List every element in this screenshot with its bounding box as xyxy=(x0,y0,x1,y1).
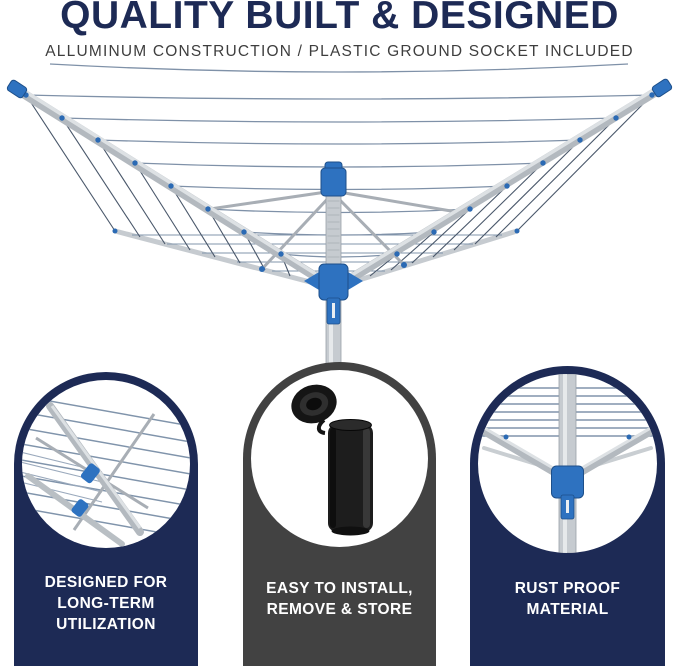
feature-card-long-term: DESIGNED FOR LONG-TERM UTILIZATION xyxy=(14,372,198,666)
feature-label-rust-proof: RUST PROOF MATERIAL xyxy=(470,578,665,620)
headline: QUALITY BUILT & DESIGNED xyxy=(60,0,619,37)
pole-hub-art xyxy=(478,374,657,553)
top-hub xyxy=(320,161,347,197)
clothesline-closeup-art xyxy=(22,395,190,547)
clothesline-lines xyxy=(25,94,653,258)
ground-socket-art xyxy=(291,384,373,536)
arm-tip-caps xyxy=(6,78,673,99)
clothesline-top-line xyxy=(49,63,629,73)
rear-arms xyxy=(112,228,520,291)
lower-collar xyxy=(304,263,363,325)
feature-label-line: RUST PROOF xyxy=(514,580,621,597)
feature-label-line: REMOVE & STORE xyxy=(266,601,413,618)
feature-label-line: LONG-TERM xyxy=(57,595,155,612)
feature-label-line: EASY TO INSTALL, xyxy=(266,580,413,597)
feature-photo-ground-socket xyxy=(251,370,428,547)
support-struts xyxy=(208,189,459,271)
left-fan-lines xyxy=(25,94,291,277)
feature-label-easy-install: EASY TO INSTALL, REMOVE & STORE xyxy=(243,578,436,620)
feature-label-line: UTILIZATION xyxy=(56,616,156,633)
feature-label-line: DESIGNED FOR xyxy=(44,574,168,591)
feature-label-line: MATERIAL xyxy=(526,601,609,618)
feature-card-rust-proof: RUST PROOF MATERIAL xyxy=(470,366,665,666)
feature-photo-clothesline-closeup xyxy=(22,380,190,548)
feature-label-long-term: DESIGNED FOR LONG-TERM UTILIZATION xyxy=(14,572,198,635)
feature-photo-pole-hub xyxy=(478,374,657,553)
subheadline: ALLUMINUM CONSTRUCTION / PLASTIC GROUND … xyxy=(45,43,634,60)
feature-card-easy-install: EASY TO INSTALL, REMOVE & STORE xyxy=(243,362,436,666)
